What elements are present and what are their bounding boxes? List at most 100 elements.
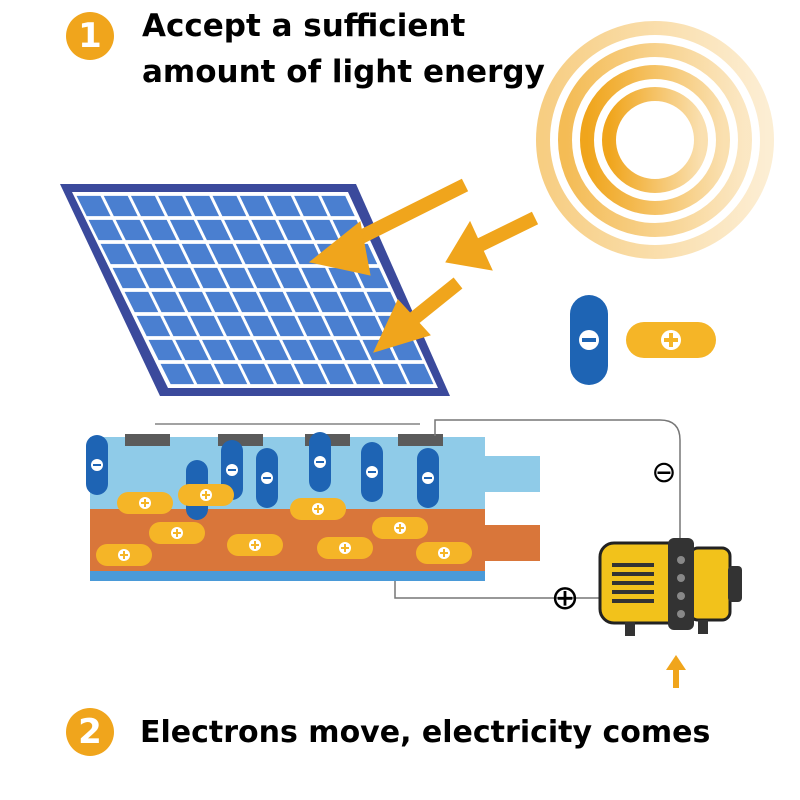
solar-cell bbox=[154, 243, 189, 265]
negative-terminal-symbol: ⊖ bbox=[651, 455, 676, 490]
hole-icon bbox=[96, 544, 152, 566]
solar-cell bbox=[400, 363, 434, 385]
solar-cell bbox=[202, 339, 236, 361]
step-1-title-line-1: Accept a sufficient bbox=[142, 8, 466, 44]
solar-cell bbox=[285, 291, 320, 313]
hole-icon bbox=[290, 498, 346, 520]
solar-cell bbox=[297, 315, 331, 337]
hole-icon bbox=[372, 517, 428, 539]
charge-carriers bbox=[86, 432, 472, 566]
solar-cell bbox=[294, 195, 328, 217]
solar-cell bbox=[169, 219, 204, 241]
solar-cell bbox=[347, 363, 381, 385]
solar-cell bbox=[293, 363, 328, 385]
solar-cell bbox=[158, 195, 192, 217]
solar-cell bbox=[305, 219, 339, 241]
step-2-badge: 2 bbox=[66, 708, 114, 756]
solar-cell bbox=[328, 267, 362, 289]
solar-cell bbox=[205, 291, 239, 313]
solar-cell bbox=[185, 195, 220, 217]
solar-cell bbox=[266, 195, 301, 217]
solar-cell bbox=[309, 339, 343, 361]
solar-cell bbox=[175, 339, 209, 361]
solar-cell bbox=[228, 339, 263, 361]
solar-cell bbox=[339, 291, 373, 313]
solar-cell bbox=[247, 267, 281, 289]
solar-cell bbox=[130, 195, 165, 217]
hole-icon bbox=[149, 522, 205, 544]
step-2-title: Electrons move, electricity comes bbox=[140, 715, 711, 750]
solar-cell bbox=[220, 267, 254, 289]
solar-cell bbox=[100, 243, 135, 265]
solar-cell bbox=[212, 195, 247, 217]
hole-icon bbox=[117, 492, 173, 514]
electron-icon bbox=[309, 432, 331, 492]
solar-cell bbox=[320, 363, 354, 385]
motor-icon bbox=[598, 538, 742, 636]
solar-cell bbox=[136, 315, 171, 337]
solar-cell bbox=[301, 267, 335, 289]
solar-cell bbox=[321, 195, 355, 217]
electron-icon bbox=[361, 442, 383, 502]
solar-cell bbox=[103, 195, 138, 217]
solar-cell bbox=[267, 363, 301, 385]
solar-cell bbox=[255, 339, 289, 361]
solar-cell bbox=[112, 267, 147, 289]
electron-icon bbox=[256, 448, 278, 508]
solar-cell bbox=[351, 315, 385, 337]
solar-cell bbox=[235, 243, 270, 265]
hole-icon bbox=[227, 534, 283, 556]
electron-icon bbox=[417, 448, 439, 508]
solar-cell bbox=[163, 315, 197, 337]
circuit-wire bbox=[394, 419, 681, 599]
light-arrow-icon bbox=[308, 178, 539, 353]
solar-cell bbox=[278, 219, 312, 241]
electron-icon bbox=[570, 295, 608, 385]
solar-cell bbox=[197, 219, 231, 241]
solar-cell bbox=[335, 339, 369, 361]
solar-cell bbox=[124, 291, 159, 313]
solar-cell bbox=[76, 195, 111, 217]
solar-cell bbox=[142, 219, 177, 241]
solar-cell bbox=[224, 219, 258, 241]
solar-cell bbox=[139, 267, 174, 289]
solar-cell bbox=[270, 315, 304, 337]
step-1-title-line-2: amount of light energy bbox=[142, 54, 545, 90]
solar-cell bbox=[148, 339, 183, 361]
step-1-badge: 1 bbox=[66, 12, 114, 60]
solar-cell bbox=[232, 291, 266, 313]
solar-cell bbox=[312, 291, 347, 313]
solar-cell bbox=[366, 291, 400, 313]
solar-cell bbox=[88, 219, 123, 241]
solar-cell bbox=[193, 267, 228, 289]
electron-icon bbox=[86, 435, 108, 495]
solar-cell bbox=[190, 315, 224, 337]
hole-icon bbox=[178, 484, 234, 506]
solar-cell bbox=[208, 243, 243, 265]
solar-cell bbox=[282, 339, 316, 361]
solar-cell bbox=[274, 267, 308, 289]
solar-cell bbox=[239, 195, 274, 217]
up-arrow-icon bbox=[666, 655, 686, 688]
solar-cell bbox=[160, 363, 195, 385]
solar-cell bbox=[178, 291, 212, 313]
solar-cell bbox=[166, 267, 201, 289]
solar-cell bbox=[259, 291, 293, 313]
solar-cell bbox=[115, 219, 150, 241]
solar-cell bbox=[373, 363, 407, 385]
hole-icon bbox=[626, 322, 716, 358]
solar-cell bbox=[187, 363, 221, 385]
hole-icon bbox=[317, 537, 373, 559]
solar-cell bbox=[262, 243, 297, 265]
solar-cell bbox=[243, 315, 278, 337]
positive-terminal-symbol: ⊕ bbox=[551, 578, 580, 618]
sun-icon bbox=[536, 21, 774, 259]
solar-cell bbox=[127, 243, 162, 265]
solar-cell bbox=[151, 291, 186, 313]
solar-cell bbox=[181, 243, 216, 265]
solar-cell bbox=[324, 315, 358, 337]
hole-icon bbox=[416, 542, 472, 564]
solar-cell bbox=[240, 363, 274, 385]
solar-cell bbox=[251, 219, 285, 241]
